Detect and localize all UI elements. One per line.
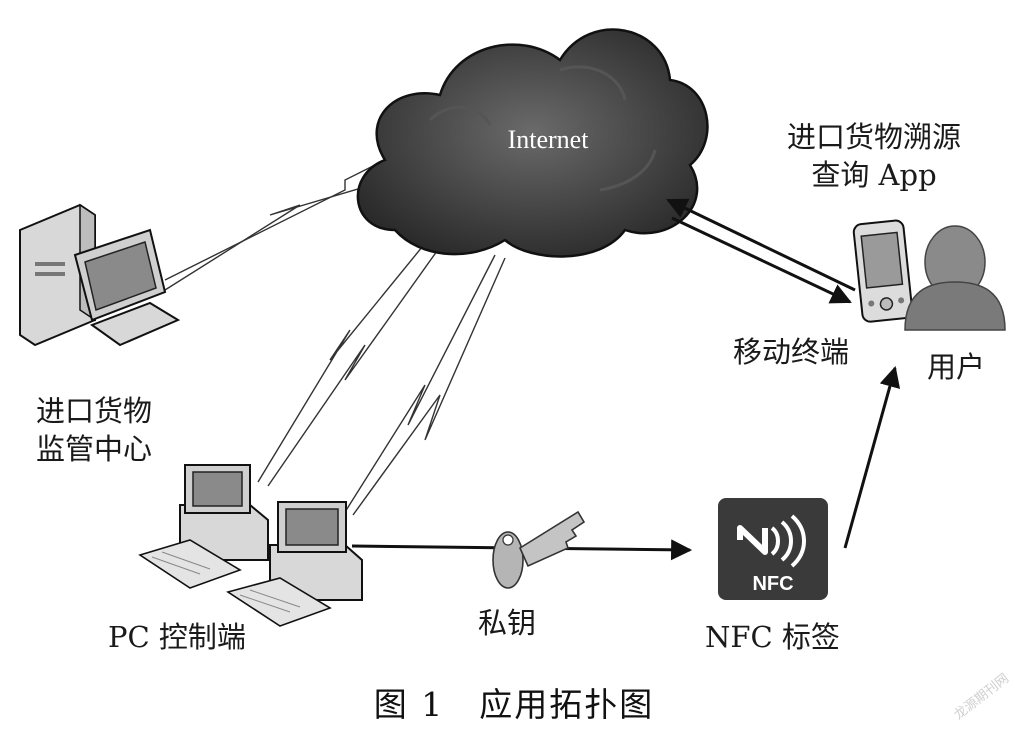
monitoring-center-computer-icon <box>19 203 181 347</box>
pc-controller-1-icon <box>138 464 269 589</box>
monitoring-center-label-line2: 监管中心 <box>36 432 153 466</box>
mobile-terminal-label: 移动终端 <box>733 335 850 369</box>
arrow-nfc-to-user <box>843 365 901 549</box>
monitoring-center-label: 进口货物 监管中心 <box>36 392 152 468</box>
pc-controller-label: PC 控制端 <box>108 620 246 654</box>
arrow-cloud-to-mobile <box>671 216 852 304</box>
monitoring-center-label-line1: 进口货物 <box>36 394 153 428</box>
internet-cloud <box>356 28 709 258</box>
internet-label: Internet <box>508 125 590 154</box>
nfc-tag-label: NFC 标签 <box>705 620 840 654</box>
figure-caption: 图 1 应用拓扑图 <box>373 685 655 724</box>
lightning-link-center <box>164 164 396 291</box>
arrow-mobile-to-cloud <box>666 198 856 292</box>
user-icon <box>904 225 1006 331</box>
pc-controller-2-icon <box>226 501 363 627</box>
lightning-link-pc2 <box>344 254 506 516</box>
app-label-line2: 查询 App <box>811 158 937 192</box>
app-label-line1: 进口货物溯源 <box>786 120 961 154</box>
nfc-tag-icon <box>718 498 828 600</box>
lightning-link-pc1 <box>257 224 453 487</box>
user-label: 用户 <box>927 350 986 384</box>
nfc-logo-text: NFC <box>752 573 793 595</box>
app-label: 进口货物溯源 查询 App <box>774 118 974 194</box>
private-key-icon <box>492 510 586 589</box>
mobile-terminal-icon <box>852 219 914 323</box>
private-key-label: 私钥 <box>478 606 537 640</box>
